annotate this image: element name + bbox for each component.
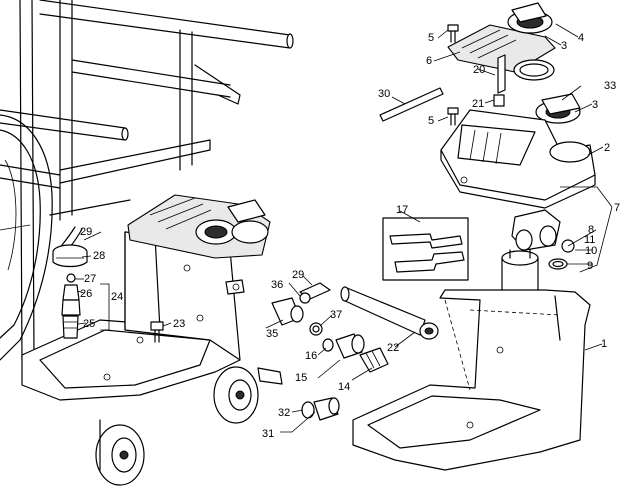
callout-27: 27 — [84, 273, 96, 285]
callout-16: 16 — [305, 350, 317, 362]
callout-23: 23 — [173, 318, 185, 330]
callout-26: 26 — [80, 288, 92, 300]
exploded-unit — [352, 2, 596, 471]
callout-5b: 5 — [428, 115, 434, 127]
filler-cap-assembly — [52, 226, 88, 339]
callout-3a: 3 — [561, 40, 567, 52]
callout-7: 7 — [614, 202, 620, 214]
callout-22: 22 — [387, 342, 399, 354]
callout-9: 9 — [587, 260, 593, 272]
callout-31: 31 — [262, 428, 274, 440]
wheels — [95, 366, 283, 486]
callout-1: 1 — [601, 338, 607, 350]
callout-28: 28 — [93, 250, 105, 262]
callout-5a: 5 — [428, 32, 434, 44]
callout-24: 24 — [111, 291, 123, 303]
callout-32: 32 — [278, 407, 290, 419]
callout-6: 6 — [426, 55, 432, 67]
callout-35: 35 — [266, 328, 278, 340]
callout-14: 14 — [338, 381, 350, 393]
callout-30: 30 — [378, 88, 390, 100]
callout-10: 10 — [585, 245, 597, 257]
exploded-fittings — [271, 87, 469, 421]
leader-lines — [75, 23, 613, 433]
callout-4: 4 — [578, 32, 584, 44]
callout-25: 25 — [83, 318, 95, 330]
assembled-cart — [0, 0, 294, 486]
callout-29b: 29 — [292, 269, 304, 281]
callout-20: 20 — [473, 64, 485, 76]
hose-reel — [0, 114, 53, 361]
handle-frame — [0, 0, 294, 361]
callout-37: 37 — [330, 309, 342, 321]
callout-2: 2 — [604, 142, 610, 154]
callout-3b: 3 — [592, 99, 598, 111]
screw-23 — [150, 321, 164, 343]
callout-11: 11 — [584, 234, 595, 246]
callout-numbers: 1 2 3 3 4 5 5 6 7 8 9 10 11 14 15 16 17 … — [80, 32, 620, 440]
callout-17: 17 — [396, 204, 408, 216]
callout-8: 8 — [588, 224, 594, 236]
callout-29a: 29 — [80, 226, 92, 238]
callout-33: 33 — [604, 80, 616, 92]
callout-21: 21 — [472, 98, 484, 110]
callout-15: 15 — [295, 372, 307, 384]
callout-36: 36 — [271, 279, 283, 291]
